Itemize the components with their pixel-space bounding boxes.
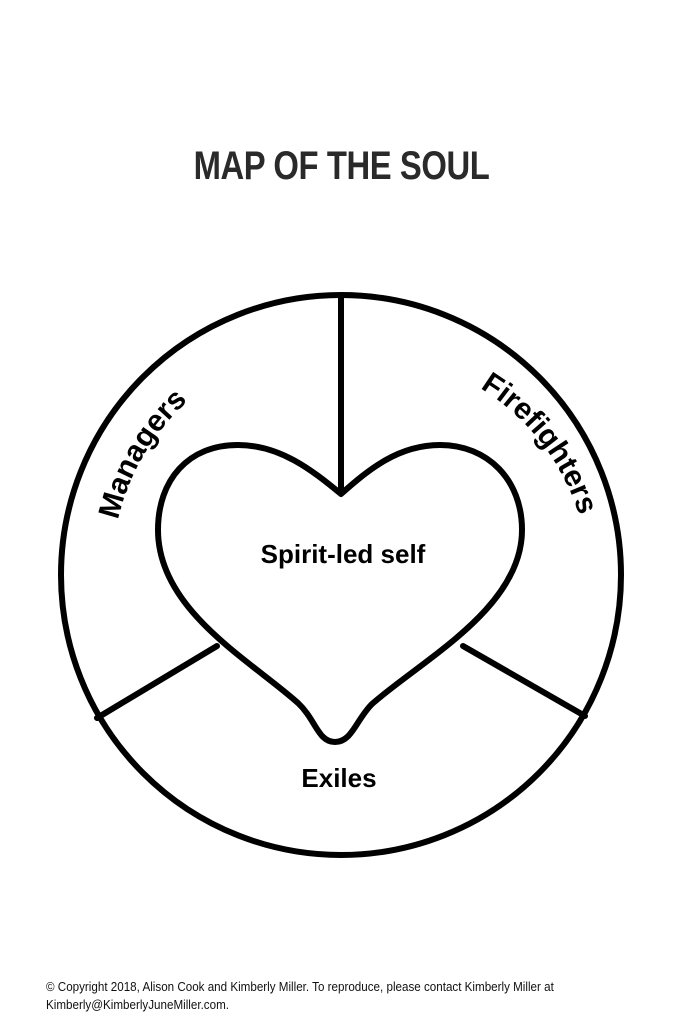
page-title: MAP OF THE SOUL xyxy=(193,144,490,188)
copyright-line-2: Kimberly@KimberlyJuneMiller.com. xyxy=(46,998,229,1012)
copyright-line-1: © Copyright 2018, Alison Cook and Kimber… xyxy=(46,980,554,994)
exiles-label: Exiles xyxy=(301,763,376,793)
heart-shape xyxy=(155,442,525,745)
divider-right xyxy=(460,643,588,719)
center-label: Spirit-led self xyxy=(261,539,426,569)
copyright-footer: © Copyright 2018, Alison Cook and Kimber… xyxy=(46,978,623,1014)
divider-left xyxy=(94,643,220,721)
